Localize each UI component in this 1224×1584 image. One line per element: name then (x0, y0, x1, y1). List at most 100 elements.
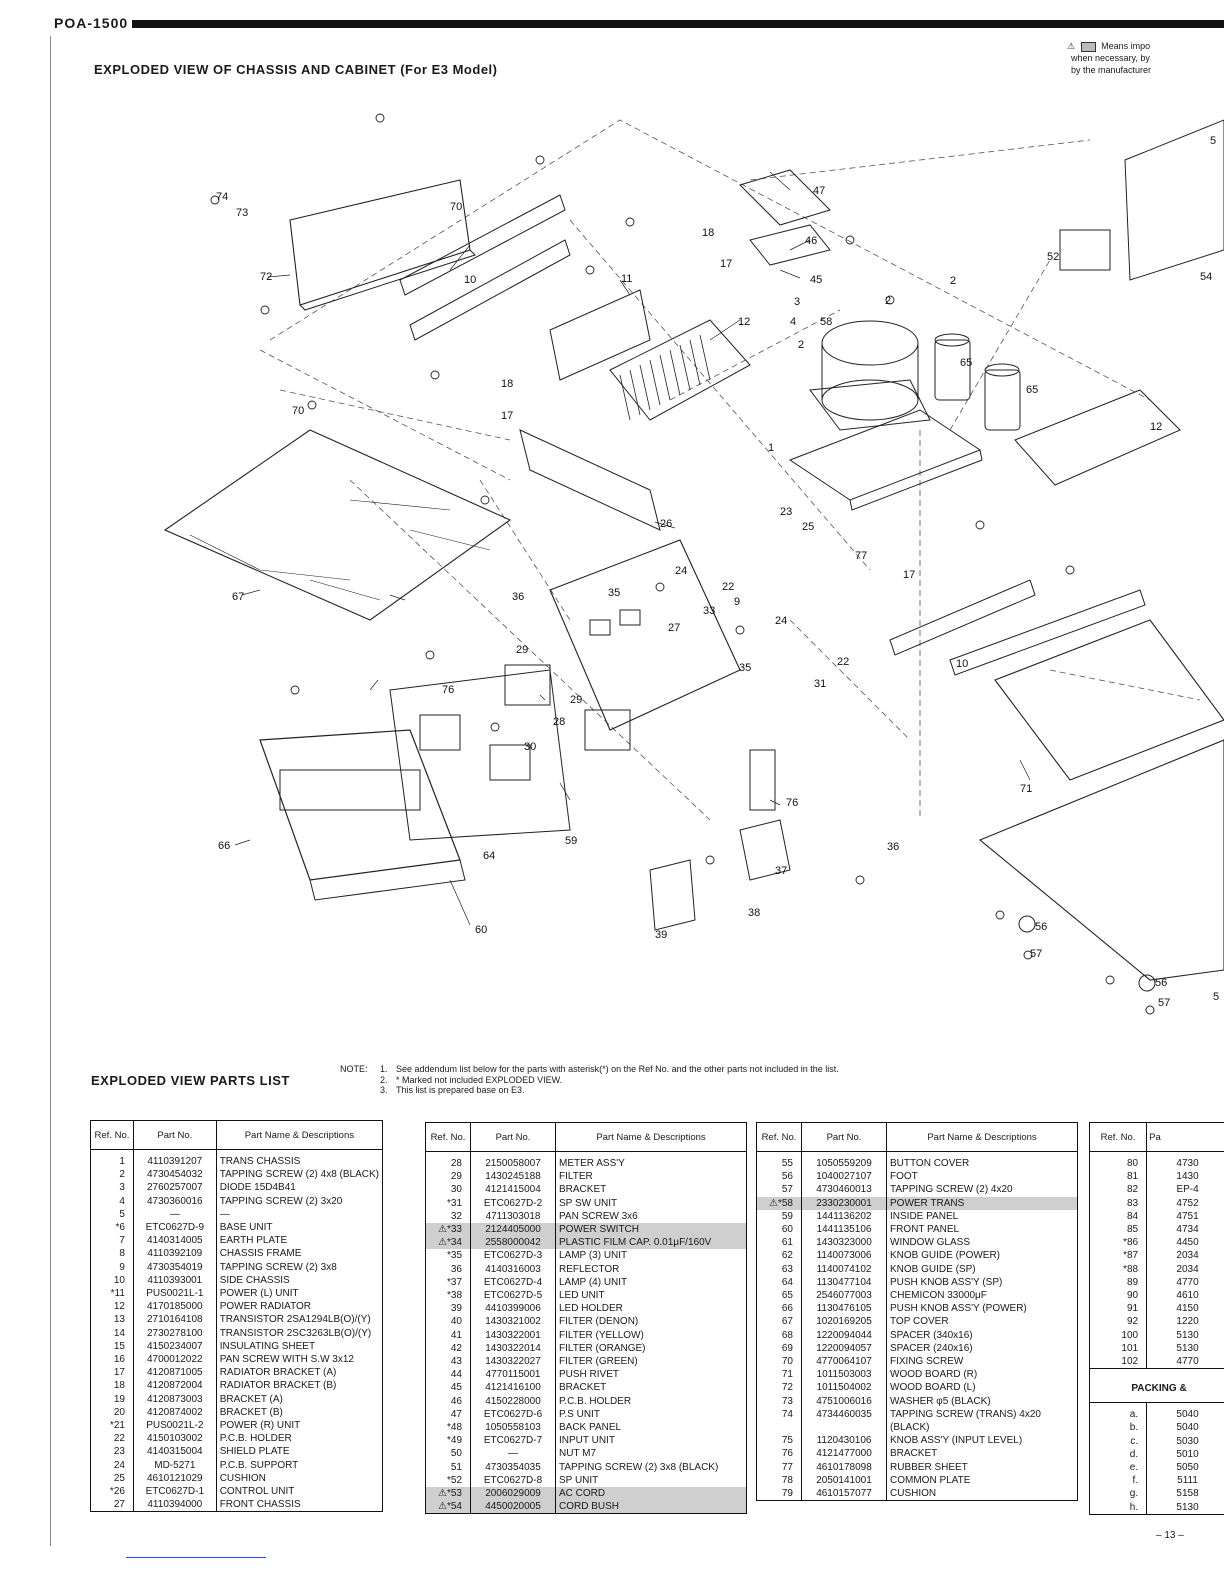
desc-cell: WINDOW GLASS (886, 1236, 1078, 1250)
ref-cell: 102 (1088, 1355, 1148, 1369)
desc-cell: (BLACK) (886, 1421, 1078, 1435)
desc-cell: COMMON PLATE (886, 1473, 1078, 1488)
part-no-cell: 1430323000 (801, 1236, 887, 1250)
front-panel (259, 729, 461, 881)
ref-cell: 70 (756, 1355, 802, 1369)
ref-cell (756, 1421, 802, 1435)
part-no-cell: 4150103002 (132, 1432, 217, 1446)
ref-cell: 51 (425, 1460, 471, 1474)
part-no-cell: ETC0627D-5 (470, 1289, 556, 1303)
ref-cell: 61 (756, 1236, 802, 1250)
svg-text:29: 29 (570, 694, 582, 706)
svg-text:77: 77 (855, 550, 867, 562)
svg-text:76: 76 (786, 797, 798, 809)
desc-cell: PLASTIC FILM CAP. 0.01μF/160V (555, 1236, 747, 1250)
desc-cell: PAN SCREW 3x6 (555, 1209, 747, 1224)
ref-cell: 50 (425, 1447, 471, 1461)
ref-cell: ⚠*33 (425, 1223, 471, 1237)
ref-cell: 19 (90, 1392, 134, 1406)
svg-text:67: 67 (232, 591, 244, 603)
desc-cell: TRANS CHASSIS (215, 1149, 384, 1169)
packing-title: PACKING & (1089, 1368, 1224, 1404)
caution-icon: ⚠ (1067, 41, 1076, 51)
ref-cell: ⚠*34 (425, 1236, 471, 1250)
svg-text:18: 18 (702, 227, 714, 239)
part-no-cell: 4121415004 (470, 1183, 556, 1197)
desc-cell: KNOB ASS'Y (INPUT LEVEL) (886, 1434, 1078, 1448)
part-no-cell: 1130477104 (801, 1275, 887, 1290)
ref-cell: 84 (1088, 1209, 1148, 1224)
part-no-cell: 4120873003 (132, 1392, 217, 1406)
svg-text:70: 70 (292, 405, 304, 417)
desc-cell: FILTER (555, 1170, 747, 1184)
desc-cell: FILTER (YELLOW) (555, 1328, 747, 1342)
ref-cell: 40 (425, 1315, 471, 1329)
part-no-cell: 1430322014 (470, 1341, 556, 1356)
svg-text:30: 30 (524, 741, 536, 753)
part-no-cell: 4170185000 (132, 1300, 217, 1314)
ref-cell: 56 (756, 1170, 802, 1184)
part-no-cell: 4150 (1146, 1302, 1224, 1316)
part-no-cell: 5010 (1146, 1447, 1224, 1462)
parts-table-1: Ref. No. Part No. Part Name & Descriptio… (90, 1120, 384, 1512)
part-no-cell: ETC0627D-7 (470, 1434, 556, 1448)
part-no-cell: 4752 (1146, 1196, 1224, 1210)
svg-text:54: 54 (1200, 271, 1212, 283)
part-no-cell: ETC0627D-1 (132, 1485, 217, 1499)
ref-cell: 63 (756, 1262, 802, 1276)
desc-cell: TRANSISTOR 2SC3263LB(O)/(Y) (215, 1326, 384, 1340)
part-no-cell: ETC0627D-3 (470, 1249, 556, 1263)
ref-cell: 64 (756, 1275, 802, 1290)
part-no-cell: 4110393001 (132, 1273, 217, 1288)
ref-cell: 46 (425, 1394, 471, 1408)
desc-cell: BRACKET (886, 1447, 1078, 1461)
part-no-cell: 4410399006 (470, 1302, 556, 1316)
part-no-cell: 1430245188 (470, 1170, 556, 1184)
notes: NOTE:1.See addendum list below for the p… (340, 1064, 839, 1095)
part-no-cell: 1441135106 (801, 1223, 887, 1237)
desc-cell: — (215, 1207, 384, 1222)
ref-cell: 3 (90, 1181, 134, 1195)
part-no-header: Part No. (470, 1122, 556, 1152)
part-no-cell: 5040 (1146, 1402, 1224, 1422)
ref-cell: 57 (756, 1183, 802, 1197)
svg-text:9: 9 (734, 596, 740, 608)
desc-cell: NUT M7 (555, 1447, 747, 1461)
svg-text:36: 36 (887, 841, 899, 853)
svg-text:59: 59 (565, 835, 577, 847)
desc-cell: INSULATING SHEET (215, 1339, 384, 1354)
part-no-cell: 5130 (1146, 1341, 1224, 1356)
ref-cell: *86 (1088, 1236, 1148, 1250)
ref-cell: 62 (756, 1249, 802, 1263)
ref-cell: 8 (90, 1247, 134, 1261)
page-title: EXPLODED VIEW OF CHASSIS AND CABINET (Fo… (94, 62, 498, 77)
part-no-cell: 4120872004 (132, 1379, 217, 1393)
desc-cell: TOP COVER (886, 1315, 1078, 1329)
ref-cell: h. (1088, 1500, 1148, 1515)
part-no-cell: 2546077003 (801, 1289, 887, 1303)
ref-cell: ⚠*54 (425, 1500, 471, 1514)
part-no-cell: 4110394000 (132, 1498, 217, 1512)
